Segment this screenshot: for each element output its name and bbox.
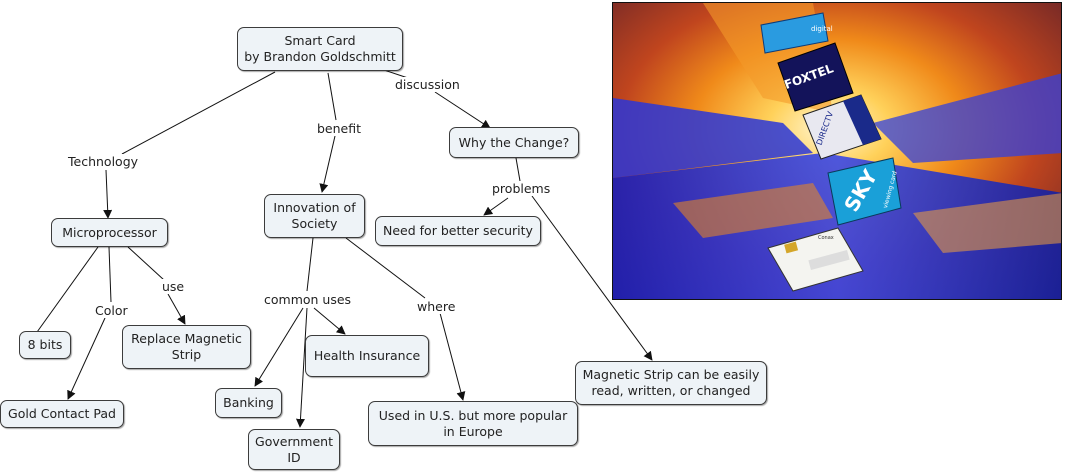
node-replace-magnetic: Replace Magnetic Strip bbox=[122, 325, 251, 369]
label-where: where bbox=[415, 299, 458, 314]
node-need-security: Need for better security bbox=[375, 216, 541, 246]
label-technology: Technology bbox=[66, 154, 141, 169]
node-smart-card: Smart Card by Brandon Goldschmitt bbox=[237, 27, 403, 71]
label-common-uses: common uses bbox=[262, 292, 354, 307]
edge-micro-use bbox=[127, 246, 165, 281]
node-gold-contact-pad: Gold Contact Pad bbox=[0, 400, 124, 428]
node-why-change: Why the Change? bbox=[449, 127, 579, 158]
edge-whychange-problems bbox=[515, 157, 521, 182]
edge-smartcard-technology bbox=[121, 71, 276, 155]
card-foxtel: FOXTEL bbox=[777, 42, 854, 112]
node-microprocessor: Microprocessor bbox=[51, 218, 168, 247]
edge-where-used bbox=[439, 312, 466, 401]
edge-color-gold bbox=[67, 317, 106, 400]
edge-discussion-whychange bbox=[434, 91, 491, 129]
label-discussion: discussion bbox=[393, 77, 462, 92]
edge-innovation-where bbox=[345, 237, 426, 299]
card-conax-text: Conax bbox=[818, 235, 834, 241]
edge-common-government bbox=[295, 307, 308, 428]
label-benefit: benefit bbox=[315, 121, 364, 136]
edge-common-banking bbox=[254, 307, 304, 387]
edge-problems-need bbox=[483, 197, 509, 216]
card-sky: SKY viewing card bbox=[827, 157, 902, 226]
card-conax: Conax bbox=[767, 227, 864, 292]
node-health-insurance: Health Insurance bbox=[305, 335, 429, 377]
node-government-id: Government ID bbox=[248, 429, 340, 470]
edge-problems-magnetic bbox=[531, 195, 653, 361]
smart-cards-illustration: digital FOXTEL DIRECTV SKY viewing card … bbox=[613, 3, 1061, 299]
edge-technology-microprocessor bbox=[103, 169, 113, 219]
card-directv: DIRECTV bbox=[802, 94, 882, 160]
node-magnetic-strip: Magnetic Strip can be easily read, writt… bbox=[575, 361, 767, 405]
node-used-in-us: Used in U.S. but more popular in Europe bbox=[368, 401, 578, 446]
edge-smartcard-benefit bbox=[327, 72, 337, 121]
edge-micro-color bbox=[108, 246, 112, 303]
label-use: use bbox=[160, 279, 187, 294]
label-color: Color bbox=[93, 303, 130, 318]
node-innovation-of-society: Innovation of Society bbox=[264, 194, 365, 238]
node-banking: Banking bbox=[215, 388, 282, 418]
edge-benefit-innovation bbox=[319, 135, 336, 193]
card-digital: digital bbox=[760, 12, 833, 54]
node-8-bits: 8 bits bbox=[19, 331, 71, 359]
smart-cards-photo: digital FOXTEL DIRECTV SKY viewing card … bbox=[612, 2, 1062, 300]
label-problems: problems bbox=[490, 181, 553, 196]
edge-innovation-common bbox=[306, 237, 314, 292]
card-digital-text: digital bbox=[811, 25, 833, 33]
edge-common-health bbox=[313, 307, 346, 335]
edge-use-replace bbox=[167, 293, 186, 325]
